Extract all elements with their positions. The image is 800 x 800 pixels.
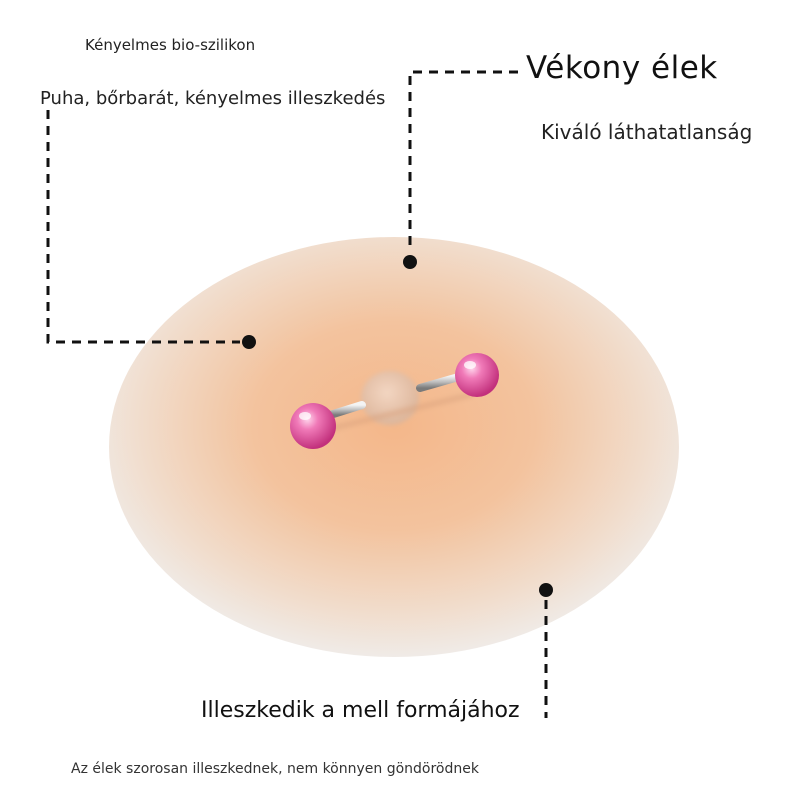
pink-pearl-left <box>290 403 336 449</box>
pink-pearl-right <box>455 353 499 397</box>
leader-line-top-right <box>408 70 518 252</box>
leader-dot-top-left <box>242 335 256 349</box>
feature-subtitle-soft-skin-friendly: Puha, bőrbarát, kényelmes illeszkedés <box>40 88 386 109</box>
feature-subtitle-invisibility: Kiváló láthatatlanság <box>541 120 753 144</box>
bottom-note: Az élek szorosan illeszkednek, nem könny… <box>71 761 479 777</box>
pearl-highlight <box>464 361 476 369</box>
feature-title-thin-edges: Vékony élek <box>526 50 718 86</box>
silicone-pad <box>109 237 679 657</box>
leader-line-top-left <box>46 110 240 344</box>
pearl-highlight <box>299 412 311 420</box>
feature-title-bio-silicone: Kényelmes bio-szilikon <box>85 36 256 54</box>
leader-dot-bottom-right <box>539 583 553 597</box>
barbell-shadow <box>322 392 473 433</box>
barbell-rod <box>326 372 466 419</box>
feature-title-fits-shape: Illeszkedik a mell formájához <box>201 698 520 723</box>
leader-dot-top-right <box>403 255 417 269</box>
